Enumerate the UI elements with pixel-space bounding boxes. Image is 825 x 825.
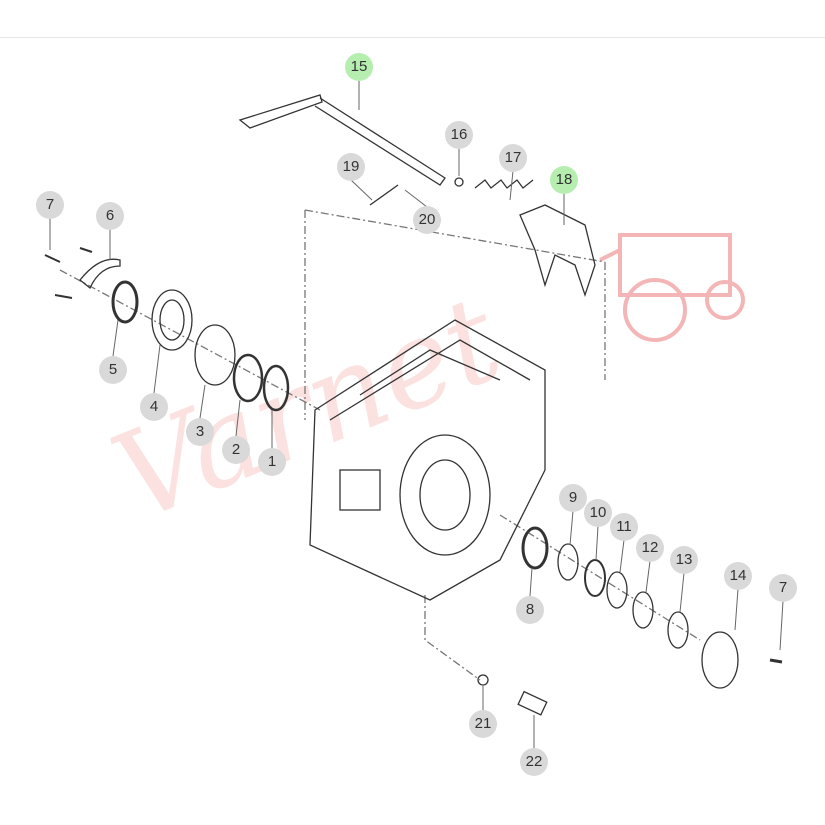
- callout-1[interactable]: 1: [258, 448, 286, 476]
- callout-15[interactable]: 15: [345, 53, 373, 81]
- callout-3[interactable]: 3: [186, 418, 214, 446]
- callout-11[interactable]: 11: [610, 513, 638, 541]
- callout-2[interactable]: 2: [222, 436, 250, 464]
- callout-6[interactable]: 6: [96, 202, 124, 230]
- callout-8[interactable]: 8: [516, 596, 544, 624]
- callout-10[interactable]: 10: [584, 499, 612, 527]
- callout-17[interactable]: 17: [499, 144, 527, 172]
- callout-7-right[interactable]: 7: [769, 574, 797, 602]
- shift-fork-18: [519, 204, 596, 298]
- callout-16[interactable]: 16: [445, 121, 473, 149]
- o-ring-16: [454, 177, 464, 187]
- callout-14[interactable]: 14: [724, 562, 752, 590]
- callout-7[interactable]: 7: [36, 191, 64, 219]
- ring-11: [606, 571, 628, 609]
- pin-19: [369, 184, 399, 206]
- ring-12: [632, 591, 654, 629]
- callout-5[interactable]: 5: [99, 356, 127, 384]
- gasket-3: [194, 324, 236, 386]
- transmission-housing: [309, 319, 546, 601]
- shift-rod-15: [238, 94, 446, 186]
- divider: [0, 37, 825, 38]
- callout-22[interactable]: 22: [520, 748, 548, 776]
- snap-ring-13: [667, 611, 689, 649]
- seal-5: [111, 280, 139, 324]
- callout-21[interactable]: 21: [469, 710, 497, 738]
- shim-2: [232, 353, 264, 403]
- callout-9[interactable]: 9: [559, 484, 587, 512]
- tractor-watermark-icon: [599, 233, 745, 342]
- callout-13[interactable]: 13: [670, 546, 698, 574]
- callout-4[interactable]: 4: [140, 393, 168, 421]
- callout-12[interactable]: 12: [636, 534, 664, 562]
- callout-20[interactable]: 20: [413, 206, 441, 234]
- o-ring-21: [477, 674, 489, 686]
- spring-17: [474, 179, 534, 189]
- bolts-7: [44, 247, 93, 299]
- assembly-guide-lines: [59, 209, 701, 681]
- bolt-7: [769, 658, 783, 664]
- seal-8: [521, 526, 549, 570]
- callout-19[interactable]: 19: [337, 153, 365, 181]
- bearing-1: [262, 364, 290, 412]
- cover-14: [701, 631, 739, 689]
- cover-4: [151, 289, 193, 351]
- ring-9: [557, 543, 579, 581]
- leader-lines: [49, 80, 784, 748]
- callout-18[interactable]: 18: [550, 166, 578, 194]
- plug-22: [517, 690, 548, 716]
- ring-10: [584, 559, 606, 597]
- retainer-6: [79, 258, 121, 290]
